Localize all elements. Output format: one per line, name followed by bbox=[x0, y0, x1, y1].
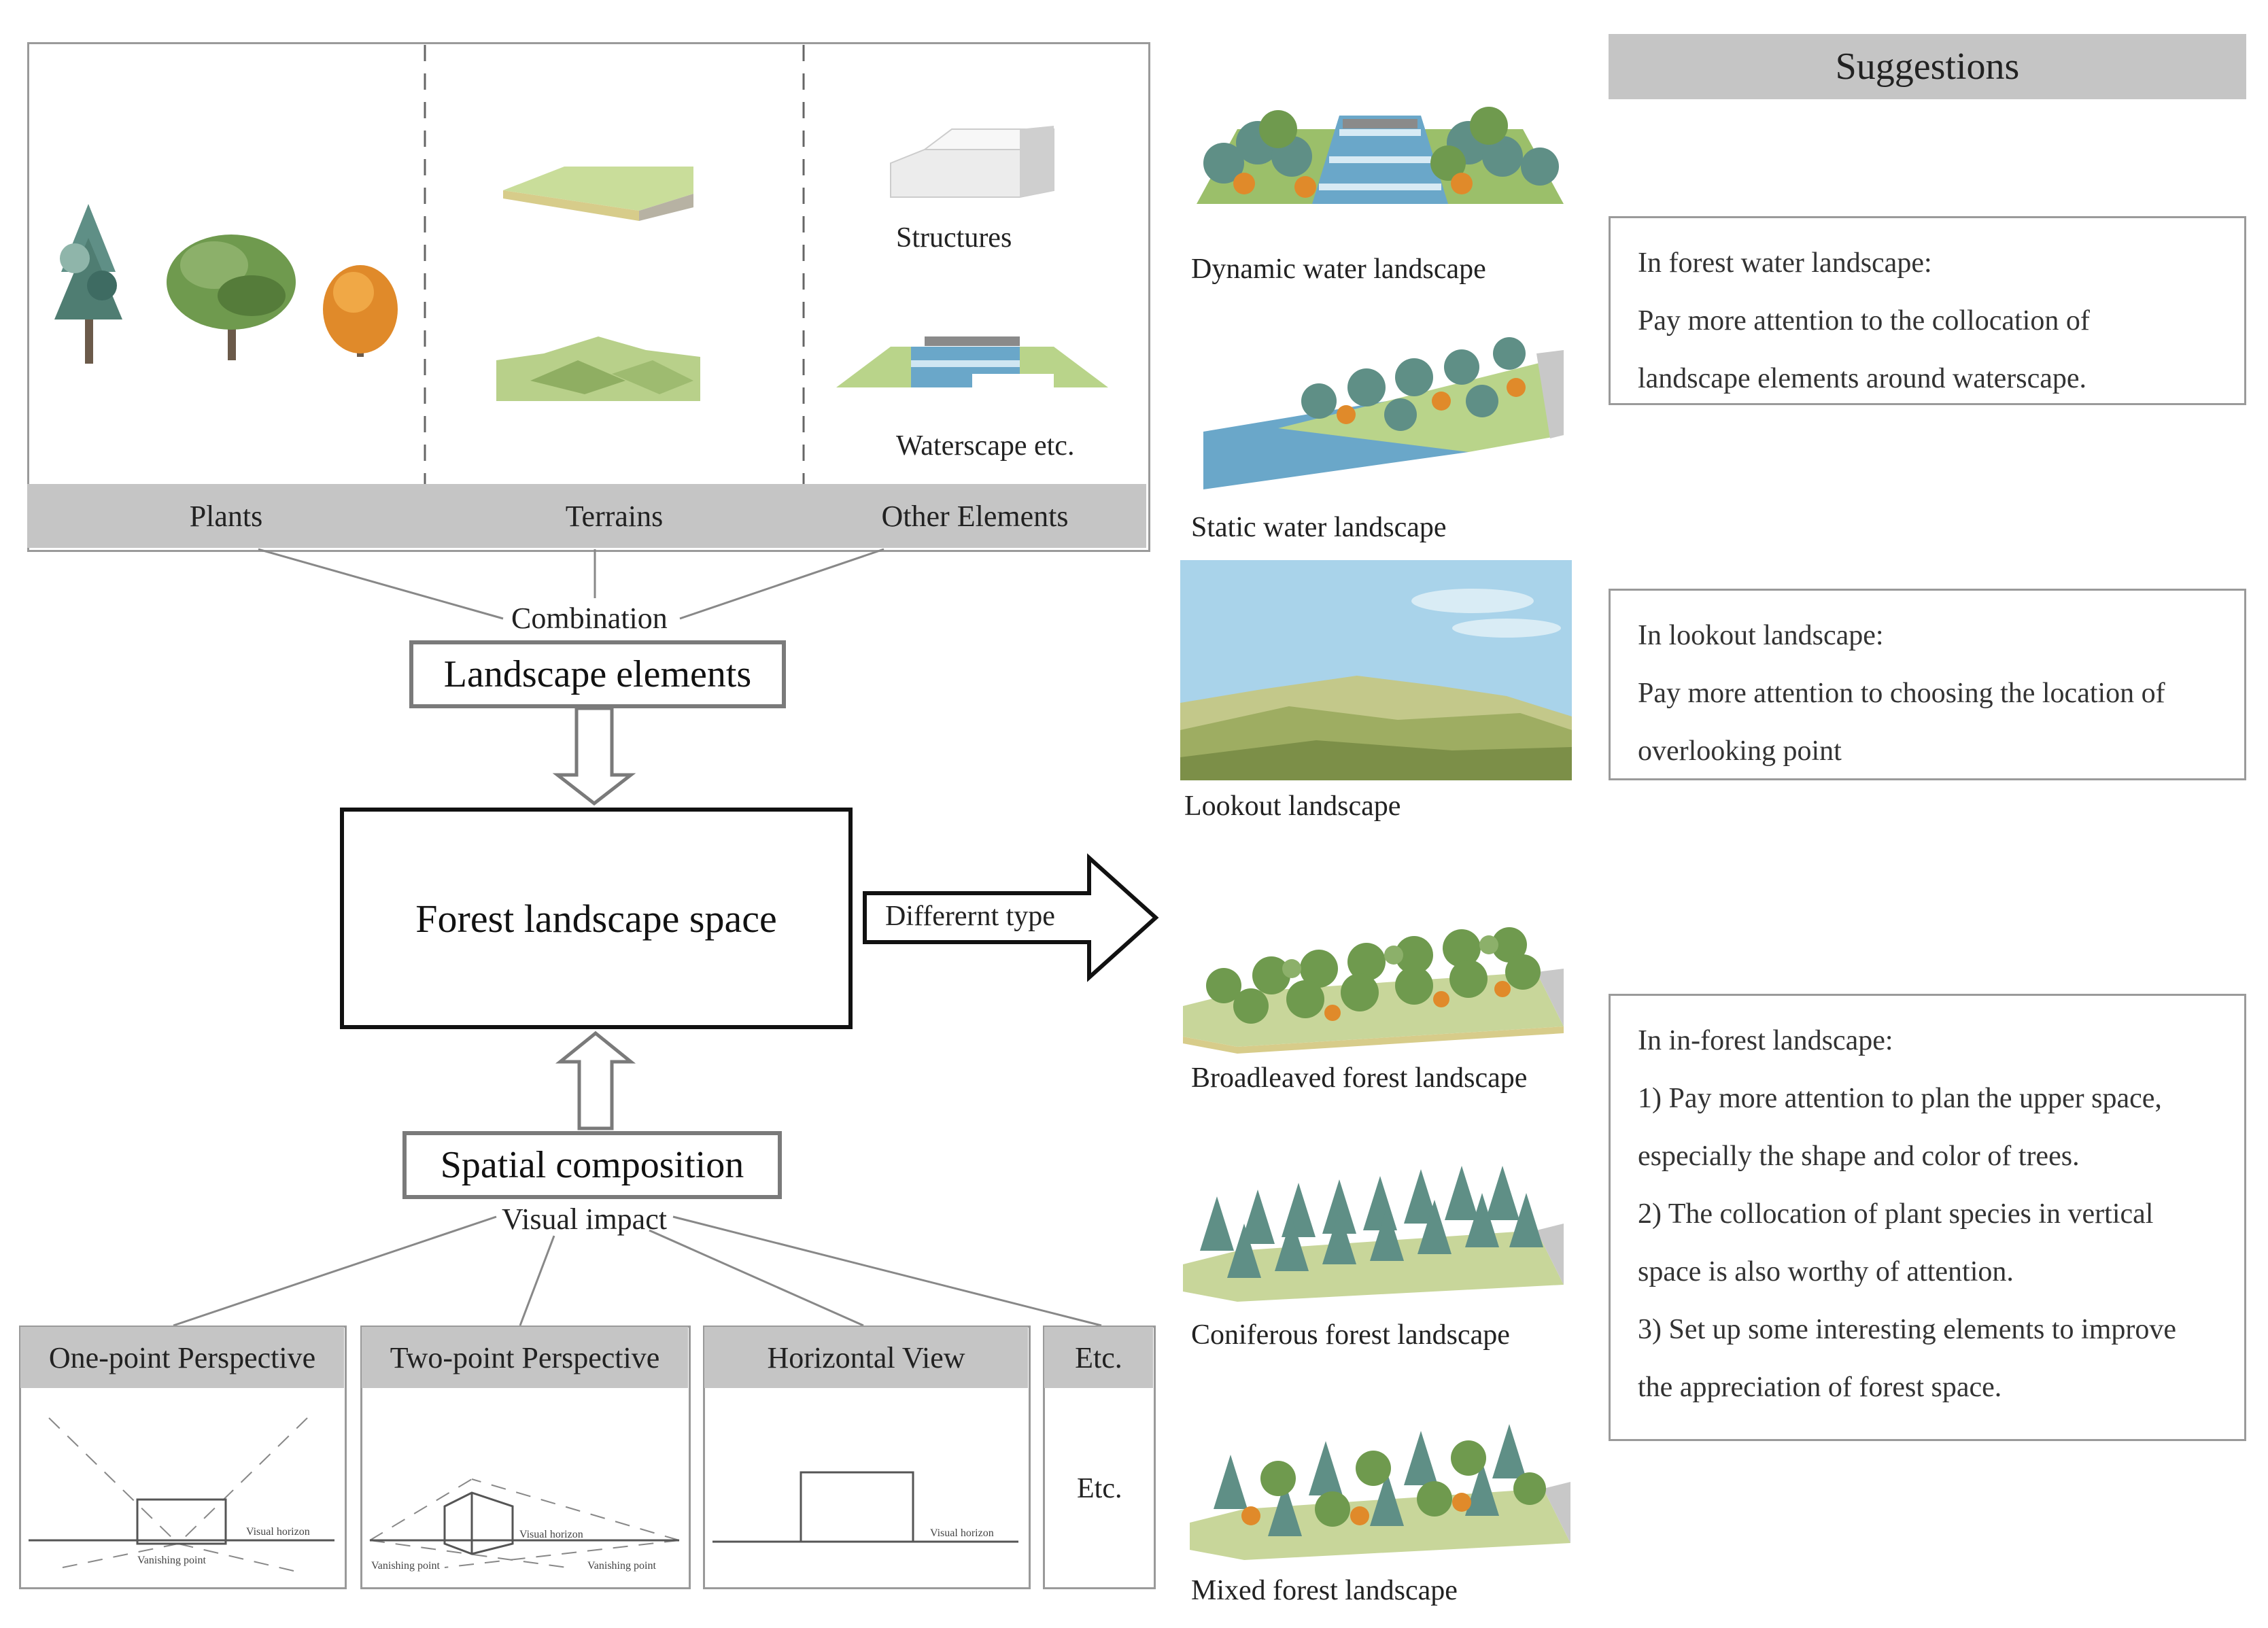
dynamic-water-illustration bbox=[1197, 107, 1564, 204]
waterscape-label: Waterscape etc. bbox=[896, 430, 1075, 462]
suggestion-line: 2) The collocation of plant species in v… bbox=[1638, 1198, 2154, 1230]
landscape-elements-node: Landscape elements bbox=[409, 640, 786, 708]
flow-connectors bbox=[173, 548, 1159, 1327]
combination-label: Combination bbox=[511, 602, 668, 635]
static-water-illustration bbox=[1203, 337, 1564, 489]
terrains-illustration bbox=[496, 167, 700, 401]
suggestion-line: Pay more attention to the collocation of bbox=[1638, 305, 2090, 336]
vanishing-point-label-right: Vanishing point bbox=[587, 1560, 656, 1572]
hill-terrain-icon bbox=[496, 336, 700, 401]
suggestion-line: 3) Set up some interesting elements to i… bbox=[1638, 1314, 2177, 1345]
one-point-diagram: Visual horizon Vanishing point bbox=[29, 1417, 334, 1572]
coniferous-forest-illustration bbox=[1183, 1166, 1564, 1302]
lookout-suggestion-box: In lookout landscape: Pay more attention… bbox=[1609, 589, 2246, 780]
spatial-composition-node: Spatial composition bbox=[402, 1131, 782, 1199]
visual-horizon-label-2: Visual horizon bbox=[519, 1529, 583, 1540]
plants-illustration bbox=[54, 204, 398, 364]
vanishing-point-label-left: Vanishing point bbox=[371, 1560, 440, 1572]
coniferous-forest-label: Coniferous forest landscape bbox=[1191, 1319, 1510, 1351]
broadleaved-forest-illustration bbox=[1183, 927, 1564, 1054]
conifer-tree-icon bbox=[54, 204, 122, 364]
static-water-label: Static water landscape bbox=[1191, 512, 1447, 543]
visual-impact-label: Visual impact bbox=[502, 1202, 667, 1236]
forest-landscape-space-node: Forest landscape space bbox=[340, 808, 853, 1029]
header-terrains: Terrains bbox=[425, 484, 804, 548]
suggestion-line: In lookout landscape: bbox=[1638, 620, 1884, 651]
broadleaved-forest-label: Broadleaved forest landscape bbox=[1191, 1062, 1528, 1094]
header-two-point-perspective: Two-point Perspective bbox=[362, 1327, 688, 1388]
different-type-label: Differernt type bbox=[885, 901, 1055, 932]
header-one-point-perspective: One-point Perspective bbox=[20, 1327, 344, 1388]
two-point-diagram: Visual horizon Vanishing point Vanishing… bbox=[369, 1478, 680, 1572]
suggestion-line: 1) Pay more attention to plan the upper … bbox=[1638, 1083, 2162, 1114]
lookout-label: Lookout landscape bbox=[1184, 791, 1401, 822]
lookout-illustration bbox=[1180, 560, 1572, 780]
suggestion-line: especially the shape and color of trees. bbox=[1638, 1141, 2080, 1172]
structures-label: Structures bbox=[896, 222, 1012, 254]
header-etc: Etc. bbox=[1044, 1327, 1153, 1388]
header-horizontal-view: Horizontal View bbox=[704, 1327, 1028, 1388]
waterscape-illustration bbox=[836, 336, 1108, 387]
dynamic-water-label: Dynamic water landscape bbox=[1191, 254, 1486, 285]
mixed-forest-illustration bbox=[1190, 1424, 1570, 1560]
mixed-forest-label: Mixed forest landscape bbox=[1191, 1575, 1458, 1606]
suggestion-line: space is also worthy of attention. bbox=[1638, 1256, 2014, 1287]
suggestions-title: Suggestions bbox=[1609, 34, 2246, 99]
suggestion-line: In forest water landscape: bbox=[1638, 247, 1932, 279]
slope-terrain-icon bbox=[503, 167, 693, 221]
autumn-tree-icon bbox=[323, 265, 398, 357]
broadleaf-tree-icon bbox=[167, 235, 296, 360]
in-forest-suggestion-box: In in-forest landscape: 1) Pay more atte… bbox=[1609, 994, 2246, 1441]
visual-horizon-label-3: Visual horizon bbox=[930, 1527, 994, 1539]
structures-illustration bbox=[890, 126, 1054, 198]
vanishing-point-label: Vanishing point bbox=[137, 1555, 206, 1566]
visual-horizon-label: Visual horizon bbox=[246, 1526, 310, 1538]
suggestion-line: the appreciation of forest space. bbox=[1638, 1372, 2002, 1403]
etc-body-label: Etc. bbox=[1077, 1473, 1122, 1504]
suggestion-line: landscape elements around waterscape. bbox=[1638, 363, 2087, 394]
horizontal-view-diagram: Visual horizon bbox=[712, 1471, 1018, 1543]
suggestion-line: In in-forest landscape: bbox=[1638, 1025, 1893, 1056]
panel-dividers bbox=[424, 45, 805, 484]
header-plants: Plants bbox=[27, 484, 425, 548]
suggestion-line: overlooking point bbox=[1638, 735, 1842, 767]
suggestion-line: Pay more attention to choosing the locat… bbox=[1638, 678, 2165, 709]
water-suggestion-box: In forest water landscape: Pay more atte… bbox=[1609, 216, 2246, 405]
header-other-elements: Other Elements bbox=[804, 484, 1146, 548]
